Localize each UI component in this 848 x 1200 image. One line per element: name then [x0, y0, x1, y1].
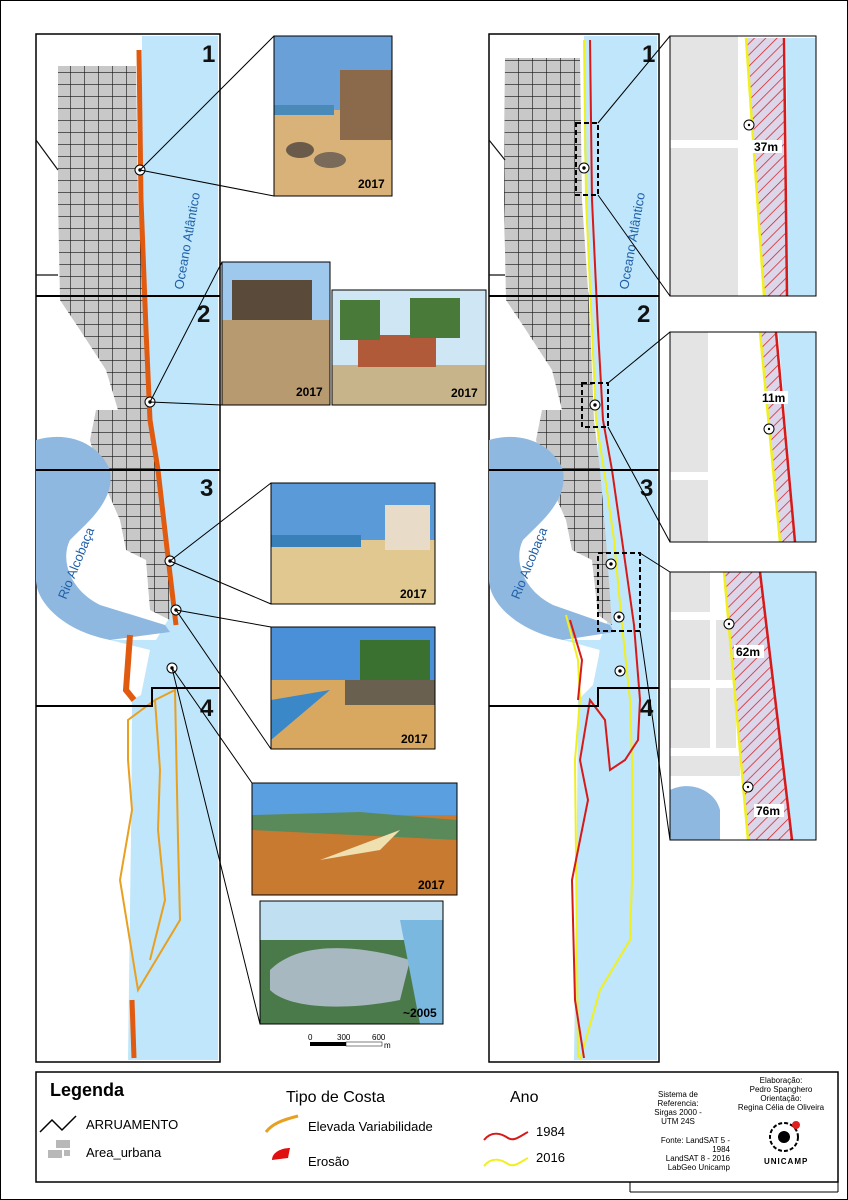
section-number: 4: [640, 695, 654, 722]
photo-group: 2017 2017 2017 2017: [221, 35, 487, 1025]
author-credits: Elaboração: Pedro Spanghero Orientação: …: [737, 1076, 825, 1112]
section-number: 4: [200, 695, 214, 722]
right-map: Rio Alcobaça Oceano Atlântico 1 2 3 4: [488, 33, 671, 1063]
inset-detail-2: 11m: [669, 331, 817, 543]
urban-area: [58, 66, 170, 620]
photo-aerial-river-mouth: 2017: [251, 782, 458, 896]
scale-label: 0: [308, 1033, 313, 1042]
legend-item-label: Area_urbana: [86, 1145, 162, 1160]
inset-extent-box: [581, 382, 609, 428]
inset-panels: 37m 11m: [669, 35, 817, 841]
inset-extent-box: [575, 122, 599, 196]
photo-beach-1: 2017: [273, 35, 393, 197]
distance-label: 76m: [756, 804, 780, 818]
section-number: 1: [642, 41, 655, 68]
urban-area-icon: [48, 1140, 70, 1158]
coastline-1984: [570, 39, 642, 1059]
line-2016-swatch: [483, 1157, 529, 1167]
photo-year: 2017: [451, 386, 478, 400]
distance-label: 62m: [736, 645, 760, 659]
photo-year: 2017: [401, 732, 428, 746]
legend-title: Legenda: [50, 1080, 125, 1100]
unicamp-logo: [769, 1121, 800, 1152]
year-title: Ano: [510, 1089, 539, 1106]
distance-label: 11m: [762, 391, 785, 405]
coast-type-label: Elevada Variabilidade: [308, 1119, 433, 1134]
inset-detail-1: 37m: [669, 35, 817, 297]
street-line-icon: [39, 1115, 77, 1133]
section-number: 1: [202, 41, 215, 68]
erosion-swatch: [272, 1148, 290, 1160]
legend-box: [35, 1071, 839, 1183]
photo-year: 2017: [418, 878, 445, 892]
line-1984-swatch: [483, 1131, 529, 1141]
photo-beach-3: 2017: [331, 289, 487, 406]
section-number: 2: [637, 301, 650, 328]
scale-label: 600: [372, 1033, 386, 1042]
section-number: 2: [197, 301, 210, 328]
section-number: 3: [200, 475, 213, 502]
section-number: 3: [640, 475, 653, 502]
river-area: [36, 436, 170, 640]
high-variability-swatch: [264, 1114, 299, 1133]
photo-beach-5: 2017: [270, 626, 436, 750]
left-map: Rio Alcobaça Oceano Atlântico 1 2 3 4: [35, 33, 275, 1063]
high-variability-line: [118, 688, 182, 993]
data-sources: Fonte: LandSAT 5 - 1984 LandSAT 8 - 2016…: [660, 1136, 730, 1172]
inset-detail-3: 62m 76m: [669, 571, 817, 841]
photo-year: 2017: [296, 385, 323, 399]
photo-beach-4: 2017: [270, 482, 436, 605]
reference-system: Sistema de Referencia: Sirgas 2000 - UTM…: [654, 1090, 702, 1126]
scale-bar: 0 300 600 m: [308, 1033, 391, 1050]
coast-type-label: Erosão: [308, 1154, 350, 1169]
coast-type-title: Tipo de Costa: [286, 1089, 386, 1106]
scale-unit: m: [384, 1041, 391, 1050]
photo-year: 2017: [400, 587, 427, 601]
legend-item-label: ARRUAMENTO: [86, 1117, 179, 1132]
year-label: 2016: [536, 1150, 565, 1165]
photo-beach-2: 2017: [221, 261, 331, 406]
inset-extent-box: [597, 552, 641, 632]
distance-label: 37m: [754, 140, 778, 154]
scale-label: 300: [337, 1033, 351, 1042]
logo-text: UNICAMP: [764, 1157, 809, 1166]
photo-year: ~2005: [403, 1006, 437, 1020]
coastline-2016: [579, 39, 633, 1061]
photo-aerial-2005: ~2005: [259, 900, 444, 1025]
erosion-coastline: [136, 49, 179, 626]
year-label: 1984: [536, 1124, 565, 1139]
photo-year: 2017: [358, 177, 385, 191]
